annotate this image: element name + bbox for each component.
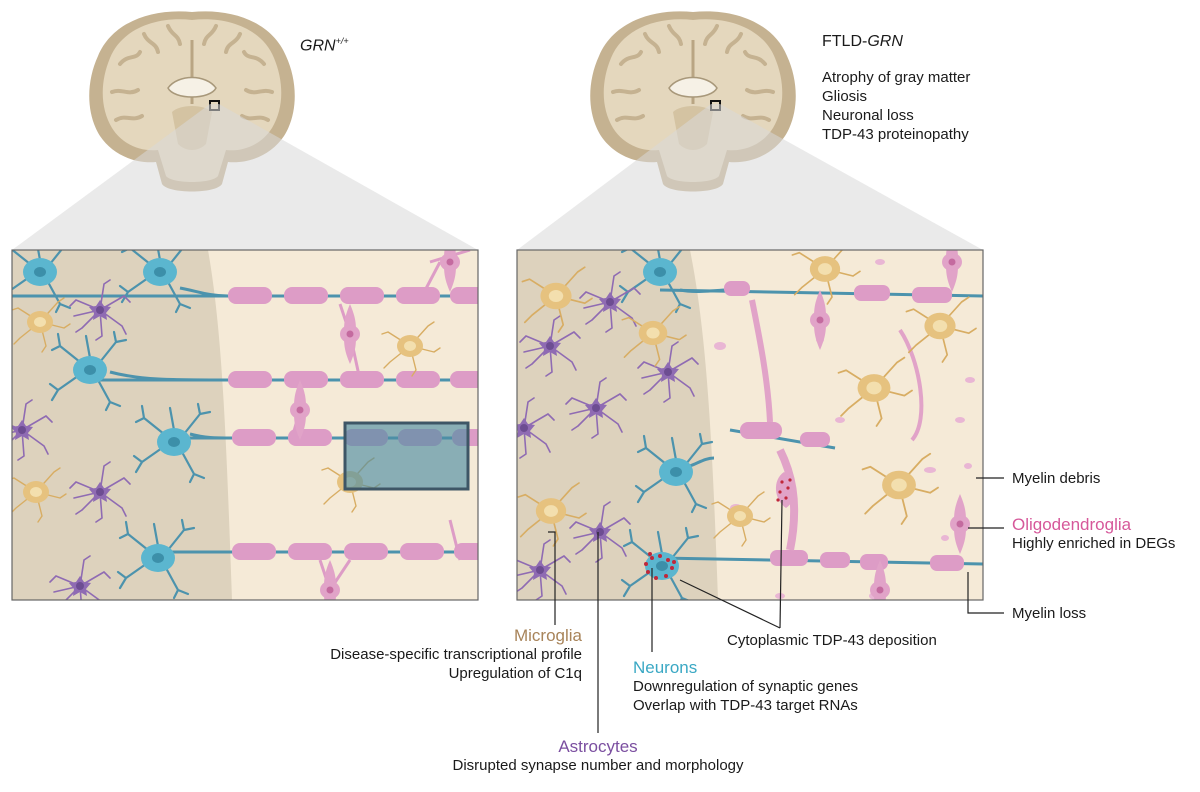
left-tissue-panel [12,250,478,600]
tdp43-neuron [620,526,700,600]
microglia-line: Upregulation of C1q [448,665,582,682]
leader-microglia [548,531,556,625]
neurons-line: Overlap with TDP-43 target RNAs [633,697,858,714]
neurons-callout: Neurons Downregulation of synaptic genes… [633,658,858,715]
myelin-loss-label: Myelin loss [1012,605,1087,622]
left-zoom-highlight-box [343,421,470,491]
astrocytes-callout: Astrocytes Disrupted synapse number and … [398,737,798,775]
zoom-cone-left [12,104,478,250]
microglia-callout: Microglia Disease-specific transcription… [230,626,582,683]
feature-item: Atrophy of gray matter [822,69,971,86]
feature-item: Gliosis [822,88,868,105]
microglia-line: Disease-specific transcriptional profile [330,646,582,663]
right-panel-frame [516,249,984,601]
leader-tdp43-oligo [779,499,783,629]
leader-myelin-loss [967,572,1004,614]
left-panel-frame [11,249,479,601]
tdp43-oligodendrocyte [775,472,795,508]
feature-item: TDP-43 proteinopathy [822,126,969,143]
neurons-line: Downregulation of synaptic genes [633,678,859,695]
feature-item: Neuronal loss [822,107,914,124]
oligodendroglia-title: Oligodendroglia [1012,515,1132,534]
astrocytes-title: Astrocytes [558,737,638,756]
tdp43-deposition-label: Cytoplasmic TDP-43 deposition [727,632,937,649]
leader-tdp43-neuron [679,579,781,629]
neurons-title: Neurons [633,658,698,677]
left-axons [12,250,478,591]
zoom-cone-right [517,104,983,250]
callout-leader-lines [548,477,1004,733]
right-title: FTLD-GRN [822,32,903,51]
myelin-debris-label: Myelin debris [1012,470,1101,487]
left-title-genotype: +/+ [335,36,349,46]
right-title-gene: GRN [867,33,903,50]
microglia-title: Microglia [513,626,582,645]
astrocytes-desc: Disrupted synapse number and morphology [452,757,744,774]
oligodendroglia-desc: Highly enriched in DEGs [1012,535,1176,552]
right-tissue-panel [517,250,983,600]
oligodendroglia-callout: Oligodendroglia Highly enriched in DEGs [1012,515,1175,553]
right-title-prefix: FTLD- [822,33,868,50]
left-title-gene: GRN [300,37,336,55]
left-title: GRN+/+ [300,32,349,55]
right-features-list: Atrophy of gray matter Gliosis Neuronal … [822,68,970,144]
